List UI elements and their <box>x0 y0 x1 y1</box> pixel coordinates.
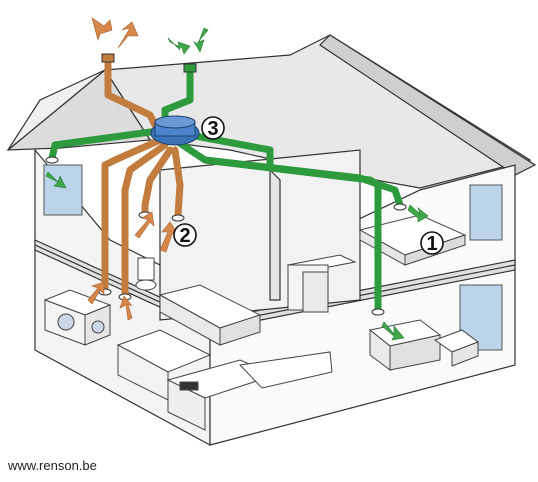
website-credit: www.renson.be <box>8 458 97 473</box>
marker-1: 1 <box>420 231 444 255</box>
intake-arrow-2 <box>193 27 209 53</box>
roof-outlets <box>101 53 197 73</box>
window-left <box>43 164 83 216</box>
marker-3: 3 <box>201 116 225 140</box>
windows <box>43 164 503 351</box>
exhaust-arrow-2 <box>117 21 139 49</box>
intake-arrow-1 <box>167 37 191 55</box>
supply-arrow-living <box>45 171 67 189</box>
ventilation-unit <box>150 115 200 146</box>
extract-ducts <box>101 56 184 299</box>
svg-text:3: 3 <box>207 118 218 140</box>
exhaust-arrow-1 <box>91 17 113 42</box>
extract-arrows <box>87 17 179 321</box>
kitchen <box>116 329 333 431</box>
extract-arrow-laundry <box>87 281 105 305</box>
marker-2: 2 <box>173 223 197 247</box>
bathtub <box>158 284 262 346</box>
extract-arrow-kitchen <box>119 295 133 321</box>
svg-text:2: 2 <box>179 225 190 247</box>
sink-cabinet <box>286 254 357 313</box>
toilet <box>135 257 157 291</box>
supply-arrows <box>45 27 429 341</box>
supply-arrow-ground <box>381 321 405 341</box>
extract-arrow-wc <box>159 221 179 253</box>
washing-machines <box>43 289 112 346</box>
svg-text:1: 1 <box>426 233 437 255</box>
window-right-top <box>469 184 503 241</box>
supply-arrow-bedroom <box>407 204 429 223</box>
roof <box>6 34 537 189</box>
extract-arrow-bath <box>134 211 155 239</box>
